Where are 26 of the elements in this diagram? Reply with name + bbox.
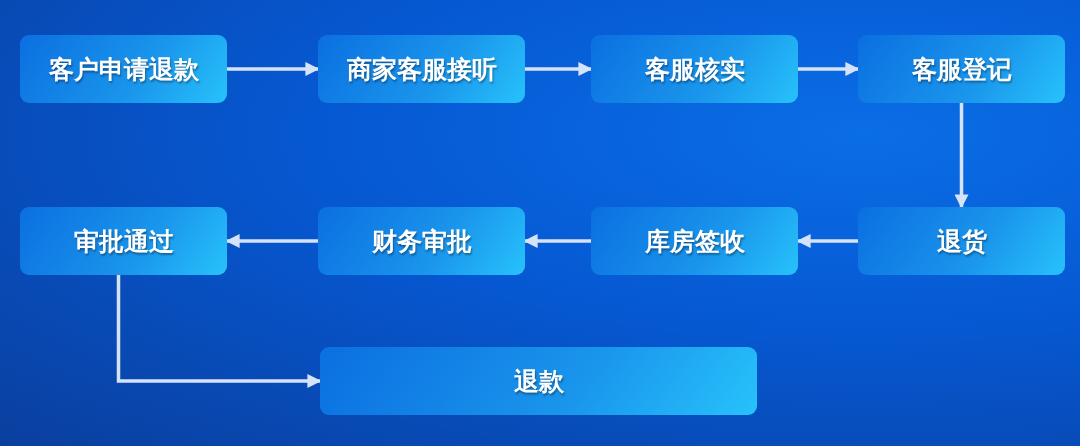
step-label: 客户申请退款 — [48, 53, 199, 86]
process-box — [20, 35, 227, 103]
process-box — [591, 35, 798, 103]
step-label: 商家客服接听 — [346, 53, 497, 86]
arrow — [954, 103, 969, 209]
step-label: 库房签收 — [644, 225, 745, 258]
arrow — [525, 62, 593, 76]
arrow — [227, 62, 320, 76]
process-box — [318, 35, 525, 103]
arrow — [796, 234, 858, 248]
step-label: 退货 — [936, 225, 987, 258]
arrow — [225, 234, 318, 248]
step-label: 客服核实 — [644, 53, 745, 86]
process-box — [320, 347, 757, 415]
arrow — [116, 275, 322, 388]
process-box — [318, 207, 525, 275]
step-label: 财务审批 — [371, 225, 472, 258]
process-box — [591, 207, 798, 275]
step-label: 审批通过 — [73, 225, 174, 258]
process-box — [858, 207, 1065, 275]
step-label: 退款 — [513, 365, 564, 398]
arrow — [523, 234, 591, 248]
arrow — [798, 62, 860, 76]
process-box — [20, 207, 227, 275]
process-box — [858, 35, 1065, 103]
step-label: 客服登记 — [911, 53, 1012, 86]
